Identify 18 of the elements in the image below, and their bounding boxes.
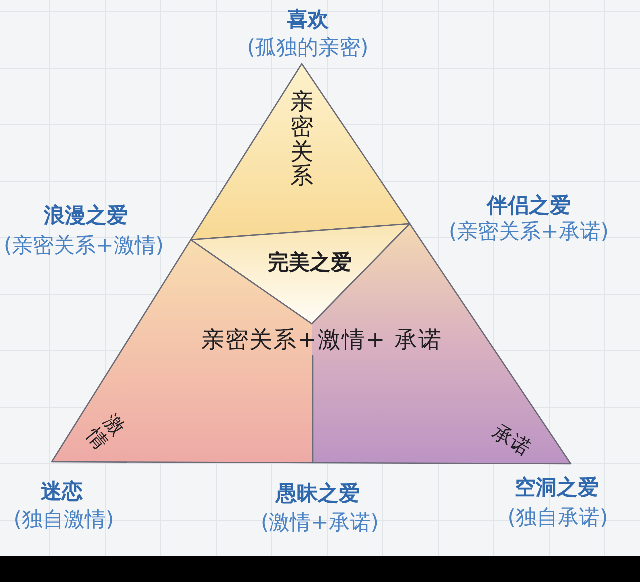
love-type-title: 空洞之爱 (515, 476, 599, 500)
corner-label: 承诺 (489, 420, 535, 460)
love-type-title: 迷恋 (41, 480, 83, 504)
component-note: (独自激情) (14, 508, 114, 532)
formula-text: 亲密关系+激情+ 承诺 (202, 328, 442, 354)
component-note: (亲密关系+激情) (4, 234, 164, 258)
love-type-title: 浪漫之爱 (44, 204, 128, 228)
center-title: 完美之爱 (268, 251, 352, 275)
section-label: 亲密关系 (290, 90, 314, 190)
triangle-section (191, 64, 410, 240)
love-type-title: 伴侣之爱 (487, 194, 571, 218)
component-note: (独自承诺) (508, 506, 608, 530)
component-note: (孤独的亲密) (247, 36, 369, 60)
corner-label: 激情 (82, 410, 130, 454)
component-note: (激情+承诺) (261, 511, 379, 535)
love-type-title: 喜欢 (287, 8, 329, 32)
component-note: (亲密关系+承诺) (449, 220, 609, 244)
love-type-title: 愚昧之爱 (276, 482, 360, 506)
